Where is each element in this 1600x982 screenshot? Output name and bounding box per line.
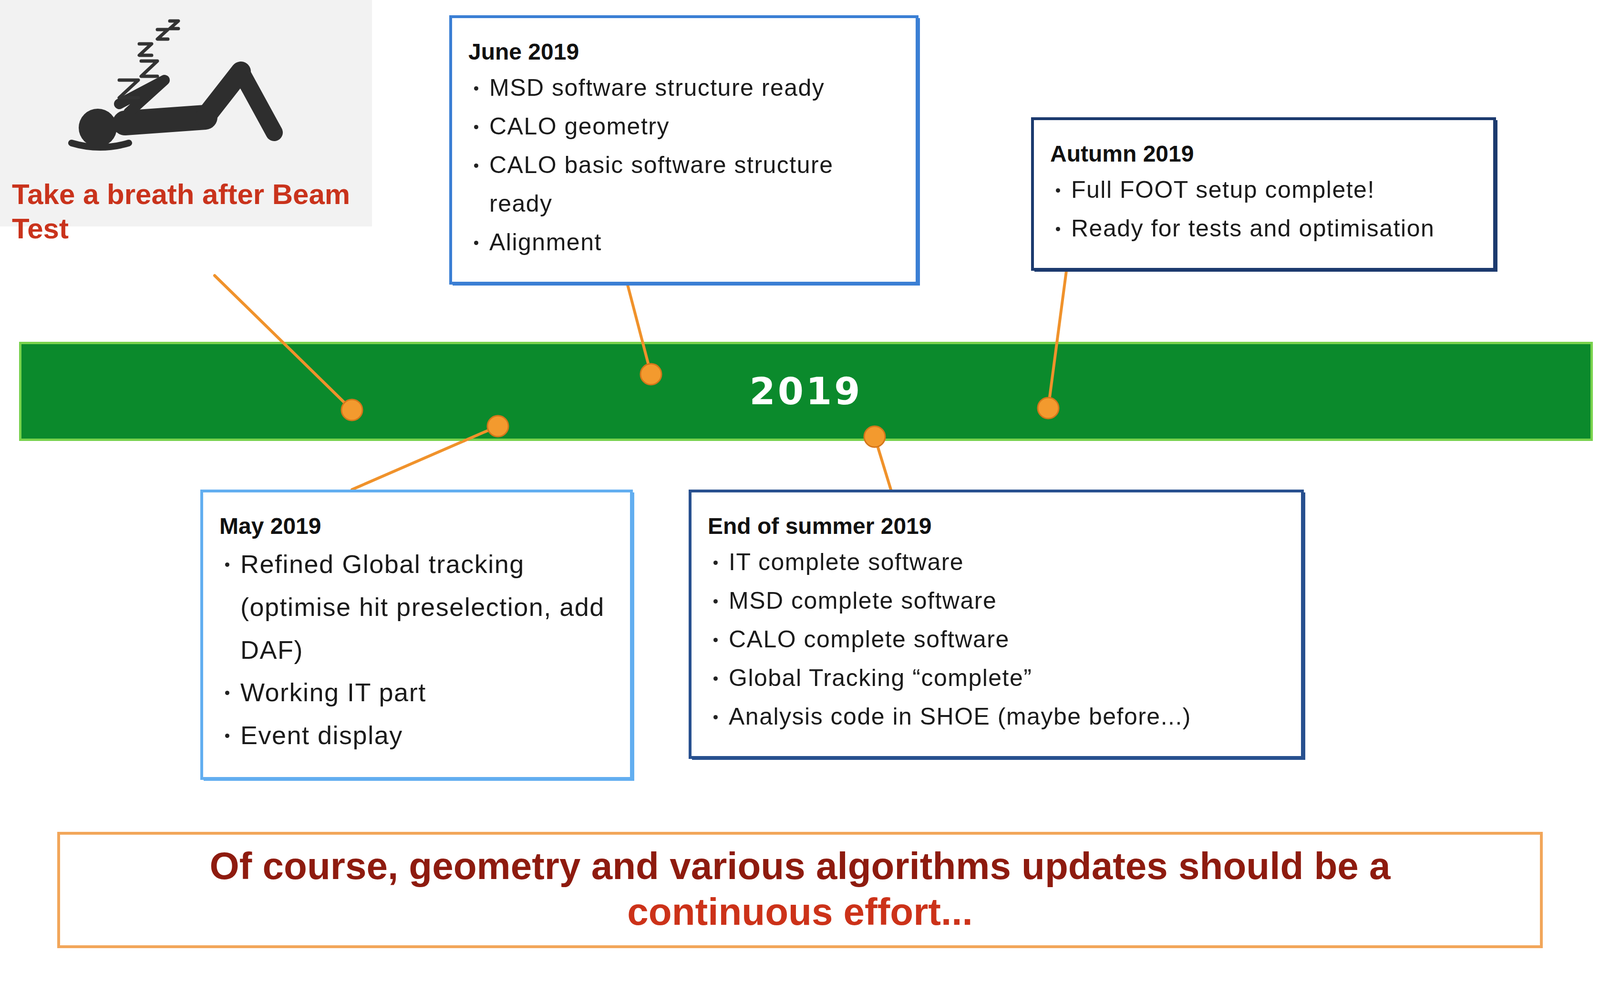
milestone-heading: Autumn 2019 (1050, 139, 1475, 169)
bullet-text: Refined Global tracking (optimise hit pr… (240, 549, 605, 664)
leader-connector (876, 441, 891, 490)
note-text: continuous effort... (71, 889, 1529, 936)
milestone-heading: June 2019 (468, 37, 897, 67)
bullet-item: IT complete software (707, 543, 1282, 582)
milestone-box: June 2019MSD software structure readyCAL… (449, 15, 919, 285)
bullet-text: Full FOOT setup complete! (1071, 176, 1375, 204)
note-box: Of course, geometry and various algorith… (57, 832, 1543, 949)
bullet-text: Analysis code in SHOE (maybe before...) (728, 703, 1192, 731)
bullet-item: Full FOOT setup complete! (1050, 170, 1475, 210)
milestone-box: May 2019Refined Global tracking (optimis… (200, 489, 633, 781)
bullet-text: Event display (240, 721, 403, 750)
bullet-item: Working IT part (219, 671, 611, 715)
milestone-heading: End of summer 2019 (707, 511, 1282, 542)
bullet-dot (225, 562, 230, 568)
bullet-item: Refined Global tracking (optimise hit pr… (219, 543, 611, 672)
bullet-dot (1055, 188, 1061, 193)
bullet-item: CALO geometry (468, 107, 897, 146)
bullet-dot (713, 560, 718, 566)
bullet-item: CALO complete software (707, 620, 1282, 660)
bullet-item: Analysis code in SHOE (maybe before...) (707, 697, 1282, 737)
bullet-item: CALO basic software structure ready (468, 145, 897, 224)
leader-connector (627, 284, 643, 342)
note-label: Take a breath after Beam Test (11, 177, 356, 247)
bullet-dot (713, 638, 718, 643)
note-text: Of course, geometry and various algorith… (71, 843, 1529, 890)
bullet-text: Global Tracking “complete” (728, 664, 1033, 692)
timeline-band: 2019 (19, 341, 1593, 442)
bullet-dot (225, 691, 230, 696)
sleep-zigzags (119, 20, 179, 98)
bullet-text: Alignment (489, 228, 602, 256)
bullet-dot (474, 240, 479, 246)
bullet-text: CALO geometry (489, 113, 670, 140)
year-label: 2019 (749, 370, 863, 413)
bullet-text: IT complete software (728, 548, 964, 576)
bullet-text: Working IT part (240, 678, 427, 707)
leader-connector (351, 441, 465, 490)
milestone-heading: May 2019 (219, 511, 611, 542)
bullet-item: Alignment (468, 223, 897, 262)
bullet-text: Ready for tests and optimisation (1071, 215, 1435, 242)
bullet-dot (474, 163, 479, 168)
bullet-dot (474, 86, 479, 91)
bullet-text: CALO basic software structure ready (489, 151, 834, 217)
bullet-text: MSD software structure ready (489, 74, 825, 102)
bullet-dot (1055, 227, 1061, 232)
bullet-dot (225, 733, 230, 739)
bullet-item: MSD software structure ready (468, 68, 897, 108)
bullet-dot (713, 715, 718, 720)
bullet-item: Event display (219, 714, 611, 758)
bullet-text: MSD complete software (728, 587, 997, 615)
milestone-box: Autumn 2019Full FOOT setup complete! Read… (1031, 117, 1497, 271)
milestone-box: End of summer 2019 IT complete softwareMS… (688, 489, 1304, 760)
bullet-dot (713, 599, 718, 604)
bullet-text: CALO complete software (728, 626, 1010, 653)
bullet-item: Ready for tests and optimisation (1050, 209, 1475, 248)
leader-connector (1056, 270, 1067, 342)
bullet-item: MSD complete software (707, 581, 1282, 621)
bullet-dot (713, 676, 718, 682)
sleeping-figure (71, 71, 275, 148)
bullet-dot (474, 124, 479, 130)
bullet-item: Global Tracking “complete” (707, 659, 1282, 698)
